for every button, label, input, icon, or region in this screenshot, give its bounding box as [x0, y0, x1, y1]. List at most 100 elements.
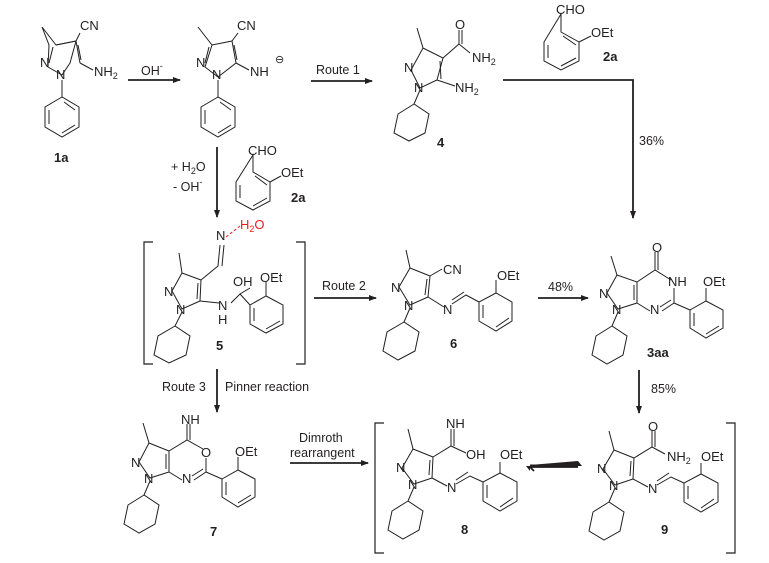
compound-7: NH O OEt N N N 7 — [123, 412, 258, 539]
amine-n: N — [218, 298, 227, 313]
n-atom: N — [404, 60, 413, 75]
arrow-deprotonation: OH- — [128, 61, 181, 83]
compound-label-2a: 2a — [603, 49, 618, 64]
n-atom: N — [599, 286, 608, 301]
compound-label-5: 5 — [216, 338, 223, 353]
cn-group: CN — [237, 18, 256, 33]
ethoxy-group: OEt — [703, 274, 726, 289]
nh2-group: NH2 — [94, 64, 118, 81]
yield-36-label: 36% — [639, 134, 664, 148]
compound-label-8: 8 — [461, 522, 468, 537]
compound-6: CN OEt N N N 6 — [382, 249, 520, 361]
plus-water-label: + H2O — [171, 160, 206, 176]
n-atom: N — [404, 298, 413, 313]
arrow-route-1-to-3aa: 36% — [503, 79, 664, 219]
compound-2a-middle: CHO OEt 2a — [235, 143, 306, 211]
arrow-to-intermediate-5: + H2O - OH- — [171, 147, 220, 218]
arrow-dimroth: Dimroth rearrangent — [290, 431, 369, 466]
compound-label-9: 9 — [661, 522, 668, 537]
ethoxy-group: OEt — [591, 25, 614, 40]
route-3-label: Route 3 — [162, 380, 206, 394]
compound-label-2a: 2a — [291, 190, 306, 205]
n-atom: N — [196, 55, 205, 70]
imine-n: N — [443, 302, 452, 317]
arrow-3aa-to-9: 85% — [636, 370, 676, 414]
ethoxy-group: OEt — [497, 268, 520, 283]
arrow-route-2: Route 2 — [314, 279, 377, 301]
dimroth-label: Dimroth — [299, 431, 343, 445]
arrow-route-3: Route 3 Pinner reaction — [162, 369, 309, 413]
nh-anion-group: NH — [250, 64, 269, 79]
compound-label-3aa: 3aa — [647, 345, 669, 360]
aldehyde-group: CHO — [556, 2, 585, 17]
carbonyl-o: O — [455, 17, 465, 32]
compound-label-1a: 1a — [54, 150, 69, 165]
n-atom: N — [612, 302, 621, 317]
n-atom: N — [212, 67, 221, 82]
nh2-amide: NH2 — [667, 449, 691, 466]
n-atom: N — [396, 460, 405, 475]
n-atom: N — [40, 55, 49, 70]
n-atom: N — [597, 461, 606, 476]
negative-charge-icon: ⊖ — [275, 54, 284, 66]
compound-9: O NH2 OEt N N N 9 — [588, 419, 724, 541]
compound-anion: CN N N NH ⊖ — [196, 18, 284, 138]
nh-group: NH — [668, 274, 687, 289]
n-atom: N — [182, 471, 191, 486]
route-2-label: Route 2 — [322, 279, 366, 293]
ethoxy-group: OEt — [500, 447, 523, 462]
compound-5: N H2O OH OEt N N N H 5 — [143, 217, 306, 365]
bracket-left — [374, 422, 384, 554]
route-1-label: Route 1 — [316, 63, 360, 77]
imine-nh: NH — [181, 412, 200, 427]
carbonyl-o: O — [652, 240, 662, 255]
compound-label-6: 6 — [450, 336, 457, 351]
imine-n: N — [447, 480, 456, 495]
ethoxy-group: OEt — [701, 449, 724, 464]
amine-h: H — [218, 312, 227, 327]
hydroxyl-group: OH — [466, 447, 486, 462]
compound-1a: CN N N NH2 1a — [40, 18, 118, 165]
hydroxide-label: OH- — [141, 61, 163, 78]
imine-n: N — [648, 481, 657, 496]
arrow-route-1: Route 1 — [311, 63, 373, 84]
nh2-group: NH2 — [455, 80, 479, 97]
nh2-amide: NH2 — [472, 50, 496, 67]
ethoxy-group: OEt — [281, 165, 304, 180]
equilibrium-arrows — [526, 461, 582, 472]
carbonyl-o: O — [648, 419, 658, 434]
hydroxyl-group: OH — [233, 274, 253, 289]
cn-group: CN — [443, 262, 462, 277]
pinner-reaction-label: Pinner reaction — [225, 380, 309, 394]
ethoxy-group: OEt — [235, 444, 258, 459]
n-atom: N — [144, 471, 153, 486]
n-atom: N — [408, 477, 417, 492]
arrow-6-to-3aa: 48% — [538, 280, 589, 301]
yield-85-label: 85% — [651, 382, 676, 396]
n-atom: N — [391, 280, 400, 295]
n-atom: N — [609, 478, 618, 493]
ethoxy-group: OEt — [260, 270, 283, 285]
imine-nh: NH — [446, 416, 465, 431]
n-atom: N — [650, 302, 659, 317]
compound-8: NH OH OEt N N N 8 — [387, 416, 523, 540]
compound-label-7: 7 — [210, 524, 217, 539]
n-atom: N — [56, 67, 65, 82]
water-molecule: H2O — [240, 217, 265, 234]
bracket-right — [726, 422, 736, 554]
compound-4: O NH2 NH2 N N 4 — [393, 17, 496, 150]
n-atom: N — [176, 302, 185, 317]
compound-2a-top: CHO OEt 2a — [543, 2, 618, 71]
ring-o: O — [201, 445, 211, 460]
compound-3aa: O NH OEt N N N 3aa — [591, 240, 726, 365]
minus-hydroxide-label: - OH- — [173, 177, 202, 194]
rearrangement-label: rearrangent — [290, 446, 355, 460]
n-atom: N — [131, 455, 140, 470]
aldehyde-group: CHO — [248, 143, 277, 158]
yield-48-label: 48% — [548, 280, 573, 294]
compound-label-4: 4 — [437, 135, 445, 150]
cn-group: CN — [80, 18, 99, 33]
n-atom: N — [414, 80, 423, 95]
n-atom: N — [164, 284, 173, 299]
